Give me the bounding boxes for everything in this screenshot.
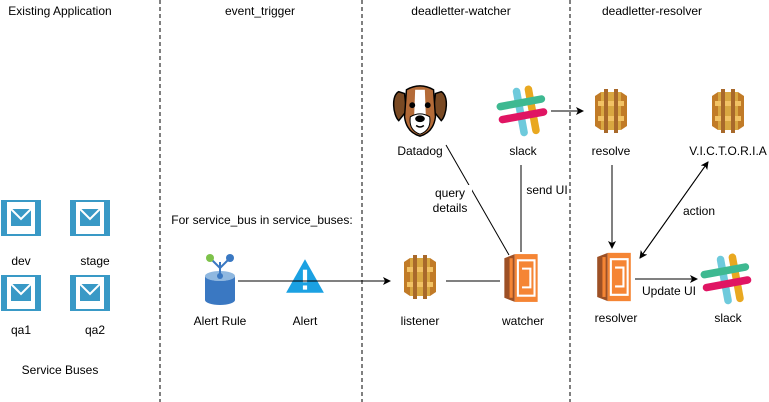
edge-label-details: details [433, 201, 468, 215]
alert-icon [286, 259, 324, 293]
header-deadletter-resolver: deadletter-resolver [602, 4, 702, 18]
watcher-icon [503, 253, 539, 303]
alert-rule-label: Alert Rule [194, 314, 247, 328]
alert-rule-icon [204, 253, 236, 306]
edge-label-query: query [435, 186, 465, 200]
service-bus-dev-icon [1, 200, 41, 236]
service-bus-stage-icon [70, 200, 110, 236]
watcher-label: watcher [501, 314, 544, 328]
update-ui-label-bg [641, 284, 697, 298]
service-bus-label-qa2: qa2 [85, 323, 105, 337]
victoria-icon [712, 89, 744, 133]
edge-label-action: action [683, 204, 715, 218]
slack-watcher-icon [500, 89, 543, 132]
service-bus-label-stage: stage [80, 254, 110, 268]
victoria-label: V.I.C.T.O.R.I.A [689, 144, 767, 158]
service-buses-caption: Service Buses [22, 363, 99, 377]
alert-label: Alert [293, 314, 318, 328]
loop-label: For service_bus in service_buses: [171, 213, 352, 227]
edges [238, 107, 709, 285]
edge-label-update-ui: Update UI [642, 284, 696, 298]
resolver-label: resolver [595, 311, 638, 325]
edge-victoria-to-resolver [639, 161, 709, 259]
service-bus-qa1-icon [1, 275, 41, 311]
slack-watcher-label: slack [509, 144, 537, 158]
send-ui-label-bg [524, 182, 568, 198]
datadog-label: Datadog [397, 144, 442, 158]
datadog-icon [392, 85, 448, 137]
resolver-icon [596, 251, 632, 303]
edge-label-send-ui: send UI [526, 183, 567, 197]
header-existing-application: Existing Application [8, 4, 111, 18]
slack-resolver-label: slack [714, 311, 742, 325]
header-deadletter-watcher: deadletter-watcher [411, 4, 510, 18]
resolve-icon [595, 89, 627, 133]
listener-label: listener [401, 314, 440, 328]
header-event-trigger: event_trigger [225, 4, 295, 18]
resolve-label: resolve [592, 144, 631, 158]
column-dividers [159, 0, 571, 402]
edge-datadog-watcher [445, 144, 510, 256]
query-details-label-bg [430, 185, 472, 215]
service-bus-label-qa1: qa1 [11, 323, 31, 337]
listener-icon [404, 255, 436, 299]
service-bus-label-dev: dev [11, 254, 30, 268]
slack-resolver-icon [704, 257, 747, 300]
service-bus-qa2-icon [70, 275, 110, 311]
